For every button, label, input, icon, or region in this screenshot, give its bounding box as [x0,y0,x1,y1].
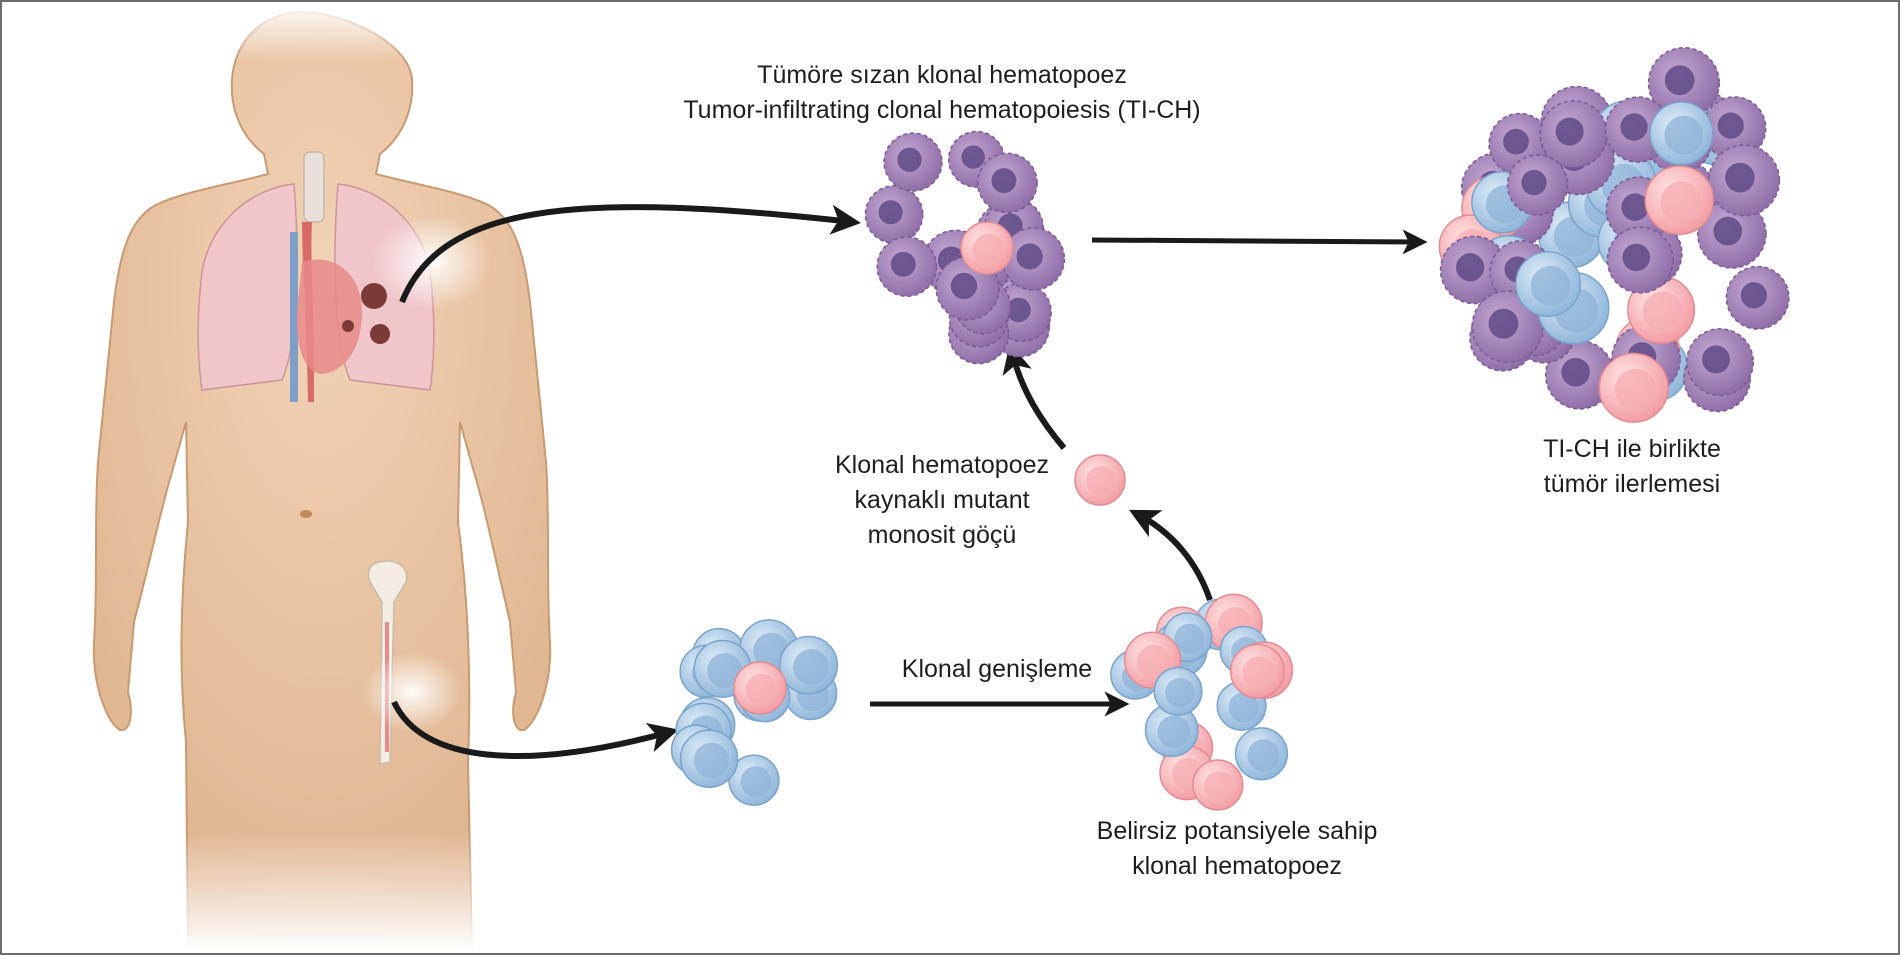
mac-cell [1685,328,1755,397]
mac-cell [1702,96,1767,161]
arrow-marrow-to-hsc [391,700,679,759]
ti-ch-title-en: Tumor-infiltrating clonal hematopoiesis … [683,96,1201,124]
blue-cell [1234,727,1289,781]
mac-cell [1725,265,1790,330]
lung-tumor-3 [342,320,354,332]
mac-cell [1001,227,1066,291]
mac-cell [1647,46,1721,120]
migration-label-line3: monosit göçü [867,521,1017,549]
mac-cell [1708,144,1781,217]
pink-cell [1598,352,1669,423]
mac-cell [1471,290,1545,363]
migration-label-line1: Klonal hematopoez [834,451,1050,479]
chip-label-line2: klonal hematopoez [1132,852,1342,880]
heart [297,259,362,374]
pink-cell [1644,165,1715,236]
mutant-hsc-cell [733,661,787,715]
arrow-chip-to-monocyte [1128,509,1213,601]
progression-label: TI-CH ile birlikte tümör ilerlemesi [1502,432,1762,502]
lung-tumor-1 [361,283,387,309]
blue-cell [728,754,780,806]
chip-label-line1: Belirsiz potansiyele sahip [1096,817,1378,845]
blue-cell [1515,251,1581,317]
progression-label-line2: tümör ilerlemesi [1543,470,1721,498]
pink-cell [1229,643,1286,699]
body-silhouette [92,10,552,948]
navel [300,510,312,518]
body-fade-top [152,2,492,62]
arrow-ti-ch-to-progression [1091,229,1428,255]
mac-cell [1506,154,1569,216]
migration-label-line2: kaynaklı mutant [854,486,1030,514]
arrow-lung-to-ti-ch [399,204,861,304]
blue-cell [779,635,839,695]
trachea [303,151,325,223]
human-body [92,2,552,953]
body-fade-bottom [152,832,512,953]
chip-label: Belirsiz potansiyele sahip klonal hemato… [1052,814,1422,884]
mutant-monocyte-cell [960,221,1014,275]
blue-cell [1649,101,1714,166]
mac-cell [1696,198,1767,269]
mac-cell [1606,226,1674,294]
lung-tumor-2 [370,324,390,344]
ti-ch-title: Tümöre sızan klonal hematopoez Tumor-inf… [602,58,1282,128]
bone-glow [362,652,462,732]
pink-cell [1192,759,1244,811]
blue-cell [1144,703,1199,758]
blue-cell [679,729,739,788]
ti-ch-cell-cluster [864,130,1066,365]
mac-cell [876,236,938,298]
expansion-label-text: Klonal genişleme [901,655,1093,683]
blue-cell [1153,666,1203,716]
hsc-cell-cluster [670,619,839,806]
chip-cell-cluster [1110,593,1294,811]
migration-label: Klonal hematopoez kaynaklı mutant monosi… [802,448,1082,553]
mac-cell [977,152,1038,214]
ti-ch-title-tr: Tümöre sızan klonal hematopoez [757,61,1127,89]
vena-cava [290,232,298,402]
mac-cell [935,256,1000,321]
migrating-mutant-monocyte [1074,454,1126,506]
expansion-label: Klonal genişleme [872,652,1122,687]
progression-label-line1: TI-CH ile birlikte [1543,435,1721,463]
migrating-monocyte-cell [1074,454,1126,506]
mac-cell [864,185,924,244]
arrow-monocyte-to-ti-ch [1002,343,1067,450]
mac-cell [883,132,943,192]
tumor-progression-cell-cluster [1438,46,1790,423]
